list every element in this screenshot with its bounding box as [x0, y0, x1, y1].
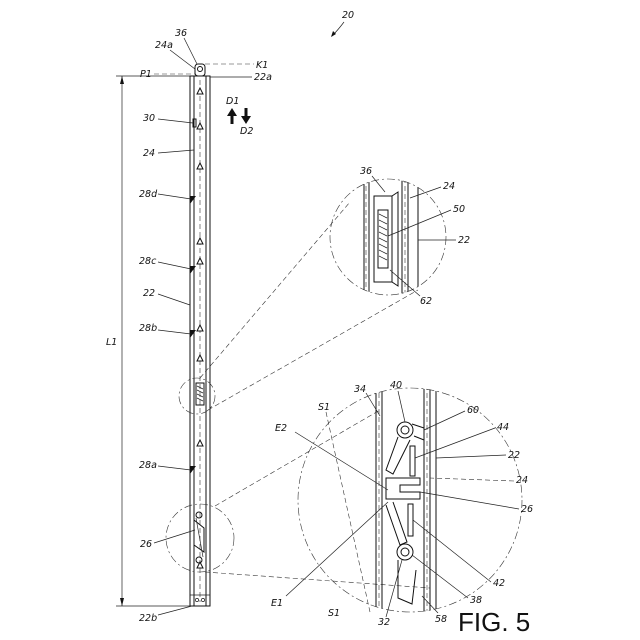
ref-20-arrowhead: [331, 31, 336, 37]
line-S1: [326, 412, 370, 612]
line-E2: [295, 432, 388, 490]
ref-24-detail: 24: [443, 181, 455, 192]
ref-22-left-leader: [158, 294, 190, 305]
ref-E1: E1: [271, 598, 283, 609]
ref-28a: 28a: [139, 460, 157, 471]
ref-S1-top: S1: [318, 402, 330, 413]
ref-D1: D1: [226, 96, 239, 107]
ref-P1: P1: [140, 69, 152, 80]
ref-24-lower-leader: [430, 478, 514, 481]
arrow-D2: [241, 108, 251, 124]
ref-42-leader: [413, 520, 491, 582]
ref-30-leader: [158, 119, 193, 123]
ref-34-leader: [366, 393, 380, 416]
ref-26-left: 26: [140, 539, 152, 550]
ref-36-detail: 36: [360, 166, 372, 177]
ref-22b-leader: [158, 606, 192, 615]
ref-40: 40: [390, 380, 402, 391]
ref-50: 50: [453, 204, 465, 215]
dim-L1-arrow-top: [120, 76, 124, 84]
ref-34: 34: [354, 384, 366, 395]
figure-title: FIG. 5: [458, 607, 530, 637]
arrow-D1: [227, 108, 237, 124]
ref-36-top-leader: [184, 38, 197, 64]
dim-L1-arrow-bottom: [120, 598, 124, 606]
ref-32: 32: [378, 617, 390, 628]
line-E1: [286, 502, 388, 596]
ref-22-lower-leader: [436, 455, 506, 458]
ref-L1: L1: [106, 337, 117, 348]
ref-24-detail-leader: [410, 187, 441, 198]
rail-mechanism-lower: [194, 512, 204, 563]
ref-28d: 28d: [139, 189, 158, 200]
ref-26-left-leader: [154, 530, 195, 543]
ref-24-lower: 24: [516, 475, 528, 486]
ref-40-leader: [398, 391, 405, 422]
ref-K1: K1: [256, 60, 268, 71]
ref-50-leader: [388, 210, 451, 236]
ref-32-leader: [386, 560, 402, 617]
ref-24a: 24a: [155, 40, 173, 51]
ref-24-left: 24: [143, 148, 155, 159]
ref-22-detail: 22: [458, 235, 470, 246]
ref-28b: 28b: [139, 323, 157, 334]
ref-28a-leader: [158, 466, 191, 470]
ref-22-lower: 22: [508, 450, 520, 461]
ref-42: 42: [493, 578, 505, 589]
ref-38-leader: [412, 555, 468, 598]
ref-26-lower: 26: [521, 504, 533, 515]
ref-60: 60: [467, 405, 479, 416]
ref-28d-leader: [158, 194, 191, 199]
ref-38: 38: [470, 595, 482, 606]
ref-24-left-leader: [158, 150, 194, 153]
connector-upper-1: [200, 202, 350, 378]
ref-28b-leader: [158, 330, 191, 334]
ref-30: 30: [143, 113, 155, 124]
ref-26-lower-leader: [420, 492, 519, 509]
ref-20: 20: [342, 10, 354, 21]
ref-E2: E2: [275, 423, 287, 434]
ref-22a: 22a: [254, 72, 272, 83]
lower-detail: [298, 385, 522, 615]
ref-D2: D2: [240, 126, 253, 137]
ref-22b: 22b: [139, 613, 157, 624]
connector-upper-2: [208, 290, 418, 410]
connector-lower-1: [215, 410, 380, 506]
ref-28c-leader: [158, 262, 191, 269]
ref-22-left: 22: [143, 288, 155, 299]
ref-44: 44: [497, 422, 509, 433]
ref-36-top: 36: [175, 28, 187, 39]
ref-62: 62: [420, 296, 432, 307]
ref-S1-bottom: S1: [328, 608, 340, 619]
ref-36-detail-leader: [372, 176, 385, 192]
ref-28c: 28c: [139, 256, 157, 267]
latch-tabs: [190, 196, 196, 474]
ref-58: 58: [435, 614, 447, 625]
